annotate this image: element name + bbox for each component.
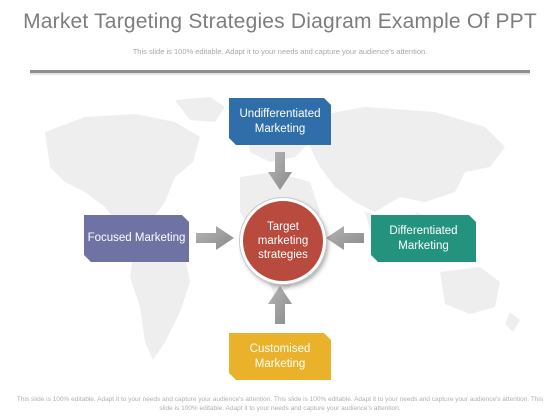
slide-subtitle: This slide is 100% editable. Adapt it to… <box>132 47 428 56</box>
differentiated-marketing-label: Differentiated Marketing <box>389 224 458 252</box>
title-rule-shadow <box>30 73 530 76</box>
slide-title: Market Targeting Strategies Diagram Exam… <box>23 10 537 33</box>
arrow-up-from-bottom <box>268 286 292 324</box>
undifferentiated-marketing-box: Undifferentiated Marketing <box>229 98 331 145</box>
differentiated-marketing-box: Differentiated Marketing <box>371 215 476 262</box>
arrow-right-from-left <box>196 226 234 250</box>
footer-disclaimer: This slide is 100% editable. Adapt it to… <box>16 396 544 412</box>
focused-marketing-label: Focused Marketing <box>87 232 186 244</box>
customised-marketing-box: Customised Marketing <box>229 333 331 380</box>
target-marketing-strategies-circle: Target marketing strategies <box>240 198 326 284</box>
arrow-left-from-right <box>326 226 364 250</box>
center-label: Target marketing strategies <box>257 221 309 261</box>
title-rule <box>30 70 530 73</box>
arrow-down-from-top <box>268 152 292 190</box>
customised-marketing-label: Customised Marketing <box>249 342 311 370</box>
focused-marketing-box: Focused Marketing <box>84 215 189 262</box>
undifferentiated-marketing-label: Undifferentiated Marketing <box>239 107 321 135</box>
